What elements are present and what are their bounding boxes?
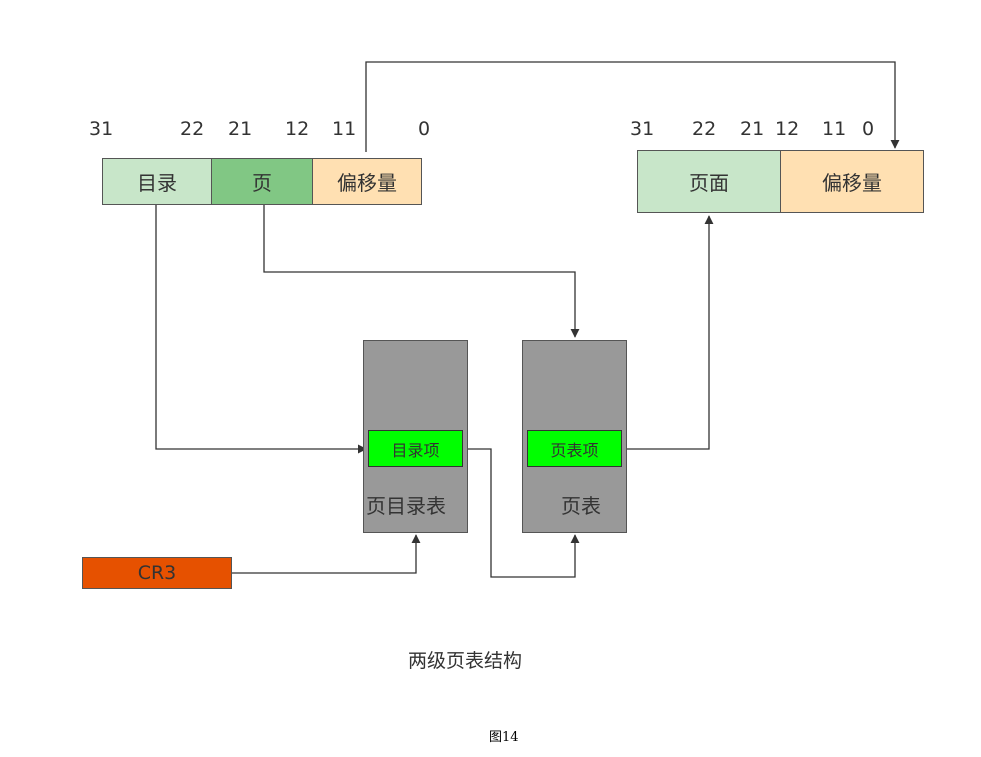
cr3-register-label: CR3 — [137, 562, 177, 584]
page-field-label: 页 — [252, 171, 272, 195]
phys-bit-number-11: 11 — [822, 118, 847, 140]
directory-field-label: 目录 — [137, 171, 177, 195]
wire-offset-to-physical-offset — [365, 61, 900, 152]
physical-offset-field: 偏移量 — [780, 150, 924, 213]
bit-number-0: 0 — [418, 118, 431, 140]
wire-page-to-page-table — [263, 205, 580, 338]
directory-entry: 目录项 — [368, 430, 463, 467]
bit-number-31: 31 — [89, 118, 114, 140]
page-table-entry: 页表项 — [527, 430, 622, 467]
wire-directory-to-entry — [155, 205, 367, 454]
phys-bit-number-22: 22 — [692, 118, 717, 140]
cr3-register: CR3 — [82, 557, 232, 589]
page-frame-field-label: 页面 — [689, 171, 729, 195]
page-field: 页 — [211, 158, 313, 205]
bit-number-21: 21 — [228, 118, 253, 140]
diagram-caption: 两级页表结构 — [408, 650, 523, 672]
directory-entry-label: 目录项 — [391, 440, 440, 460]
bit-number-11: 11 — [332, 118, 357, 140]
page-directory-table-label: 页目录表 — [366, 494, 446, 518]
phys-bit-number-12: 12 — [775, 118, 800, 140]
phys-bit-number-0: 0 — [862, 118, 875, 140]
offset-field-label: 偏移量 — [337, 171, 397, 195]
figure-label: 图14 — [489, 730, 519, 745]
physical-offset-field-label: 偏移量 — [822, 171, 882, 195]
page-frame-field: 页面 — [637, 150, 781, 213]
wire-entry-to-page-table — [463, 448, 580, 578]
bit-number-12: 12 — [285, 118, 310, 140]
offset-field: 偏移量 — [312, 158, 422, 205]
page-table-label: 页表 — [561, 494, 601, 518]
page-table-entry-label: 页表项 — [550, 440, 599, 460]
directory-field: 目录 — [102, 158, 212, 205]
bit-number-22: 22 — [180, 118, 205, 140]
wire-pte-to-page-frame — [622, 215, 714, 450]
phys-bit-number-21: 21 — [740, 118, 765, 140]
phys-bit-number-31: 31 — [630, 118, 655, 140]
wire-cr3-to-directory — [230, 534, 421, 574]
